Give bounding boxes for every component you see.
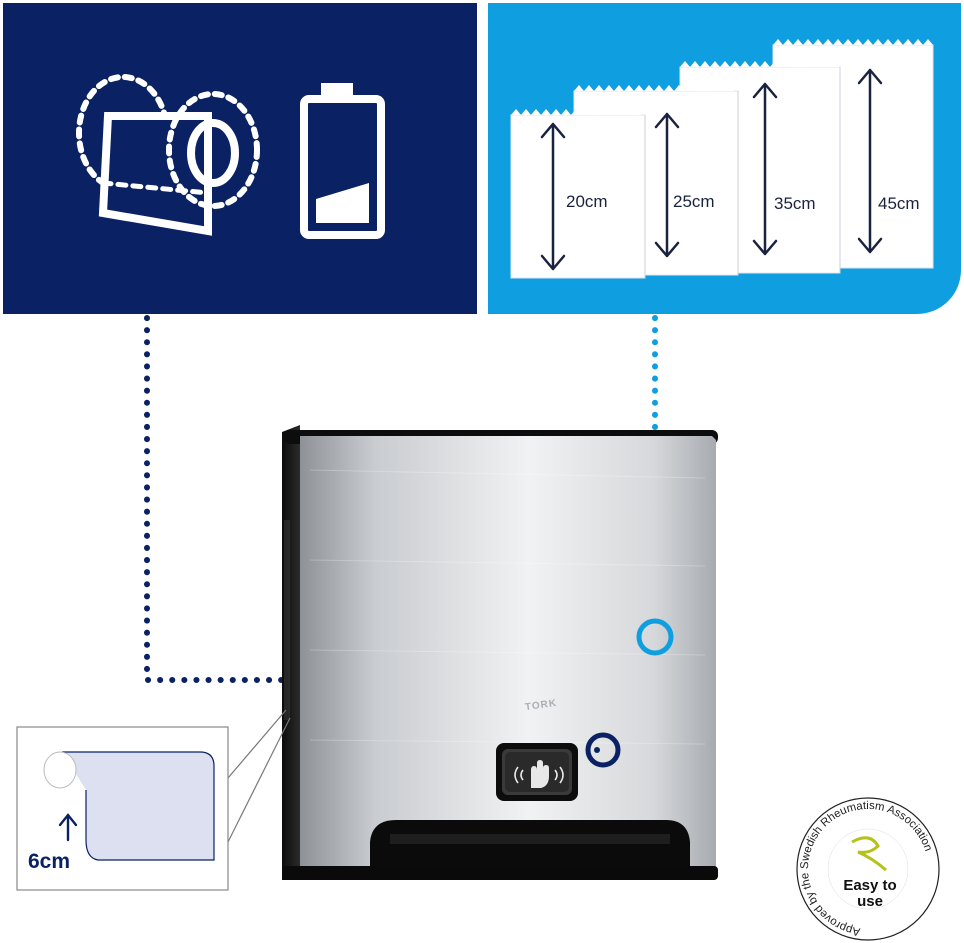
approval-badge: Approved by the Swedish Rheumatism Assoc… (796, 797, 940, 941)
features-panel (3, 3, 477, 314)
arrow-20cm (540, 122, 566, 271)
length-label-25cm: 25cm (673, 192, 715, 211)
length-label-20cm: 20cm (566, 192, 608, 211)
battery-indicator-ring (585, 732, 621, 768)
badge-r-logo (851, 836, 887, 872)
core-diameter-label: 6cm (28, 850, 71, 873)
length-label-35cm: 35cm (774, 194, 816, 213)
paper-sheets (510, 39, 934, 279)
arrow-25cm (654, 112, 680, 258)
roll-core-callout (16, 709, 291, 891)
arrow-35cm (752, 82, 778, 256)
arrow-up-icon (58, 813, 78, 842)
badge-line-1: Easy to (843, 877, 897, 894)
length-setting-ring (636, 618, 674, 656)
length-label-45cm: 45cm (878, 194, 920, 213)
dispenser-body (282, 425, 718, 880)
arrow-45cm (857, 68, 883, 254)
battery-low-icon (300, 83, 385, 239)
badge-center-text: Easy to use (835, 878, 905, 910)
paper-length-panel: 20cm 25cm 35cm 45cm (488, 3, 961, 314)
feature-icons (76, 74, 385, 239)
paper-roll-icon (76, 74, 260, 236)
hand-wave-icon (496, 743, 578, 801)
badge-line-2: use (857, 893, 883, 910)
